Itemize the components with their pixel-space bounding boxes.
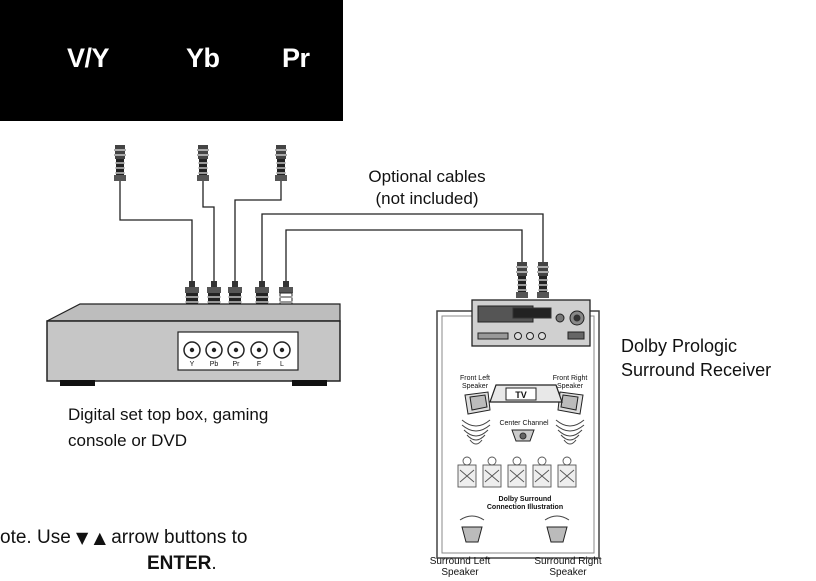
surround-right-line2: Speaker	[549, 567, 587, 578]
receiver-caption-line2: Surround Receiver	[621, 360, 772, 380]
source-caption-line2: console or DVD	[68, 431, 188, 450]
enter-keyword: ENTER	[147, 553, 212, 574]
receiver-caption-line1: Dolby Prologic	[621, 336, 738, 356]
optional-cables-note: Optional cables (not included)	[342, 166, 512, 210]
plug-y	[114, 145, 126, 181]
panel-label-pr: Pr	[282, 43, 310, 73]
down-arrow-icon: ▼	[76, 528, 89, 547]
remote-instruction: ote. Use ▼ ▲ arrow buttons to ENTER.	[0, 525, 420, 581]
optional-cables-line1: Optional cables	[368, 167, 486, 186]
plug-receiver-right	[537, 262, 549, 298]
illustration-title: Dolby Surround Connection Illustration	[480, 496, 570, 512]
panel-label-yb: Yb	[186, 43, 220, 73]
plug-pb	[197, 145, 209, 181]
instruction-part1: ote. Use	[0, 527, 71, 548]
front-right-label: Front Right Speaker	[552, 375, 588, 390]
surround-left-line2: Speaker	[441, 567, 479, 578]
center-channel-label: Center Channel	[499, 420, 549, 427]
jack-label-pb: Pb	[209, 361, 219, 368]
surround-right-label: Surround Right Speaker	[523, 556, 613, 578]
jack-label-pr: Pr	[232, 361, 240, 368]
set-top-box	[46, 303, 341, 386]
instruction-period: .	[211, 553, 217, 574]
tv-label: TV	[515, 390, 527, 400]
source-device-caption: Digital set top box, gaming console or D…	[68, 404, 348, 452]
surround-illustration	[436, 299, 600, 559]
surround-left-line1: Surround Left	[429, 556, 491, 567]
jack-label-l: L	[280, 361, 284, 368]
surround-left-label: Surround Left Speaker	[420, 556, 500, 578]
panel-label-vy: V/Y	[67, 43, 110, 73]
instruction-part2: arrow buttons to	[111, 527, 248, 548]
jack-label-y: Y	[189, 361, 195, 368]
jack-label-f: F	[256, 361, 262, 368]
illustration-title-line1: Dolby Surround	[498, 496, 552, 503]
surround-right-line1: Surround Right	[534, 556, 602, 567]
optional-cables-line2: (not included)	[375, 189, 479, 208]
receiver-caption: Dolby Prologic Surround Receiver	[621, 334, 816, 382]
plug-receiver-left	[516, 262, 528, 298]
plug-pr	[275, 145, 287, 181]
input-label-panel: V/Y Yb Pr	[0, 0, 343, 121]
front-left-label: Front Left Speaker	[460, 375, 490, 390]
up-arrow-icon: ▲	[93, 528, 106, 547]
illustration-title-line2: Connection Illustration	[486, 504, 564, 511]
source-caption-line1: Digital set top box, gaming	[68, 405, 269, 424]
cable-paths	[119, 181, 544, 283]
